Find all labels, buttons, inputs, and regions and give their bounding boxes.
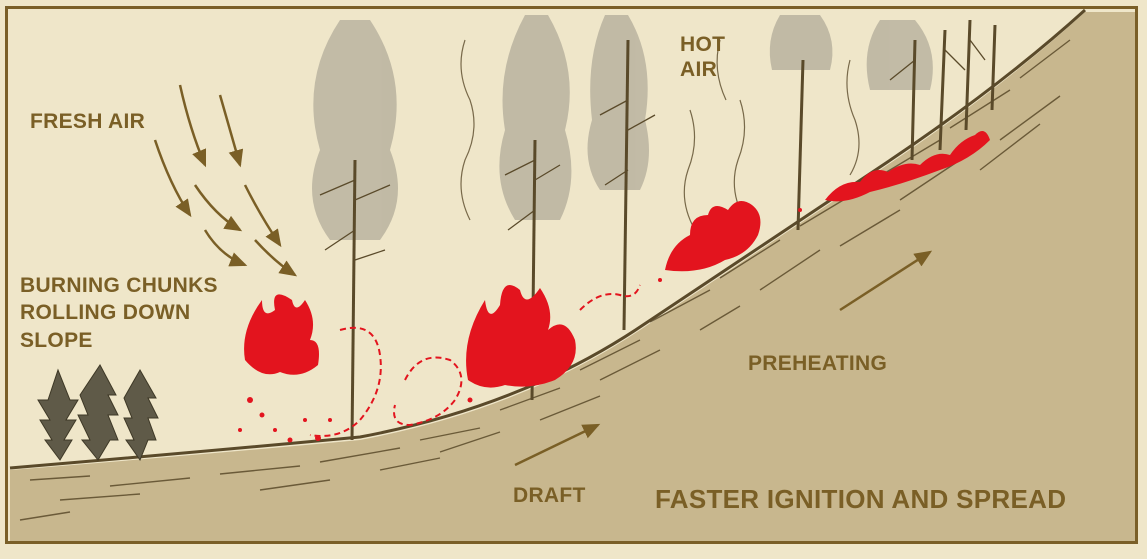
rolling-chunks-paths xyxy=(309,284,641,437)
slope-ridge-line xyxy=(9,8,1087,470)
diagram-border xyxy=(5,6,1138,544)
label-hot-air: HOT AIR xyxy=(680,33,750,83)
flame-cluster-3 xyxy=(665,201,761,272)
label-draft: DRAFT xyxy=(513,484,586,507)
flames xyxy=(244,131,990,388)
flame-cluster-1 xyxy=(244,294,319,375)
hillside-slope xyxy=(10,12,1138,544)
small-pine-trees xyxy=(37,364,159,462)
label-burning-line1: BURNING CHUNKS xyxy=(20,274,218,297)
ember-dots xyxy=(238,208,802,443)
flame-cluster-4 xyxy=(825,131,990,202)
label-burning-chunks: BURNING CHUNKS ROLLING DOWN SLOPE xyxy=(20,272,280,354)
ground-texture xyxy=(19,39,1071,521)
label-fresh-air: FRESH AIR xyxy=(30,110,146,133)
flame-cluster-2 xyxy=(466,285,576,388)
fresh-air-arrows xyxy=(153,84,298,277)
label-faster-ignition: FASTER IGNITION AND SPREAD xyxy=(655,484,1067,514)
draft-arrow xyxy=(514,423,601,467)
label-preheating: PREHEATING xyxy=(748,352,888,375)
label-hot-air-line2: AIR xyxy=(680,57,718,81)
preheating-arrow xyxy=(839,250,933,312)
label-burning-line2: ROLLING DOWN xyxy=(20,301,191,325)
label-burning-line3: SLOPE xyxy=(20,328,93,352)
tree-trunks xyxy=(350,19,997,441)
tree-branches xyxy=(319,39,986,261)
label-hot-air-line1: HOT xyxy=(680,33,726,56)
